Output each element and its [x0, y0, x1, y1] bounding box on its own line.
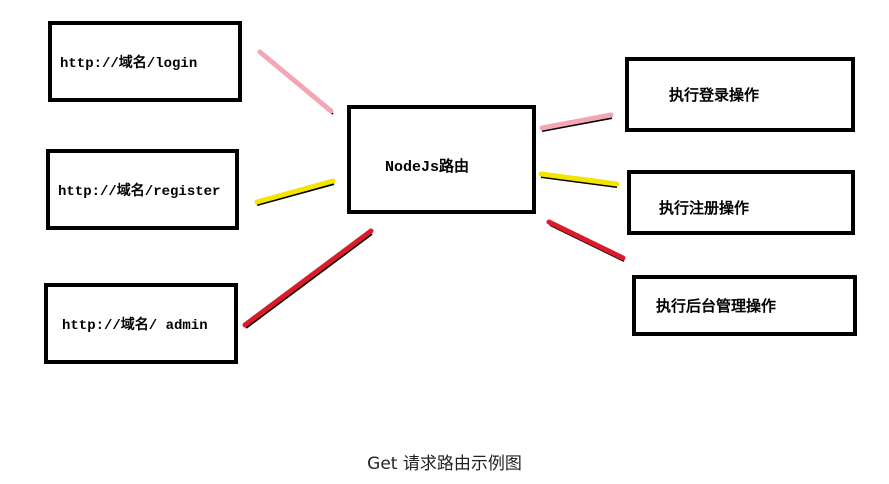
edge-router-to-login-action-color: [539, 112, 614, 131]
action-label-register: 执行注册操作: [659, 199, 750, 217]
action-label-admin: 执行后台管理操作: [656, 297, 777, 315]
edge-register-to-router: [256, 183, 335, 206]
action-box-admin: 执行后台管理操作: [632, 275, 857, 336]
url-box-register: http://域名/register: [46, 149, 239, 230]
edge-admin-to-router: [245, 233, 373, 329]
router-box: NodeJs路由: [347, 105, 536, 214]
edge-login-to-router-color: [257, 49, 334, 114]
action-box-register: 执行注册操作: [627, 170, 855, 235]
figure-caption: Get 请求路由示例图: [367, 454, 522, 474]
edge-router-to-register-action: [540, 176, 618, 188]
router-label: NodeJs路由: [385, 159, 470, 176]
url-box-admin: http://域名/ admin: [44, 283, 238, 364]
url-box-login: http://域名/login: [48, 21, 242, 102]
action-label-login: 执行登录操作: [669, 86, 760, 104]
edge-router-to-admin-action-color: [546, 219, 626, 261]
edge-router-to-login-action: [541, 117, 613, 132]
edge-router-to-register-action-color: [538, 171, 620, 187]
edge-register-to-router-color: [254, 178, 336, 205]
action-box-login: 执行登录操作: [625, 57, 855, 132]
url-label-register: http://域名/register: [58, 183, 221, 200]
url-label-admin: http://域名/ admin: [62, 317, 208, 334]
edge-admin-to-router-color: [242, 228, 374, 328]
url-label-login: http://域名/login: [60, 55, 198, 72]
